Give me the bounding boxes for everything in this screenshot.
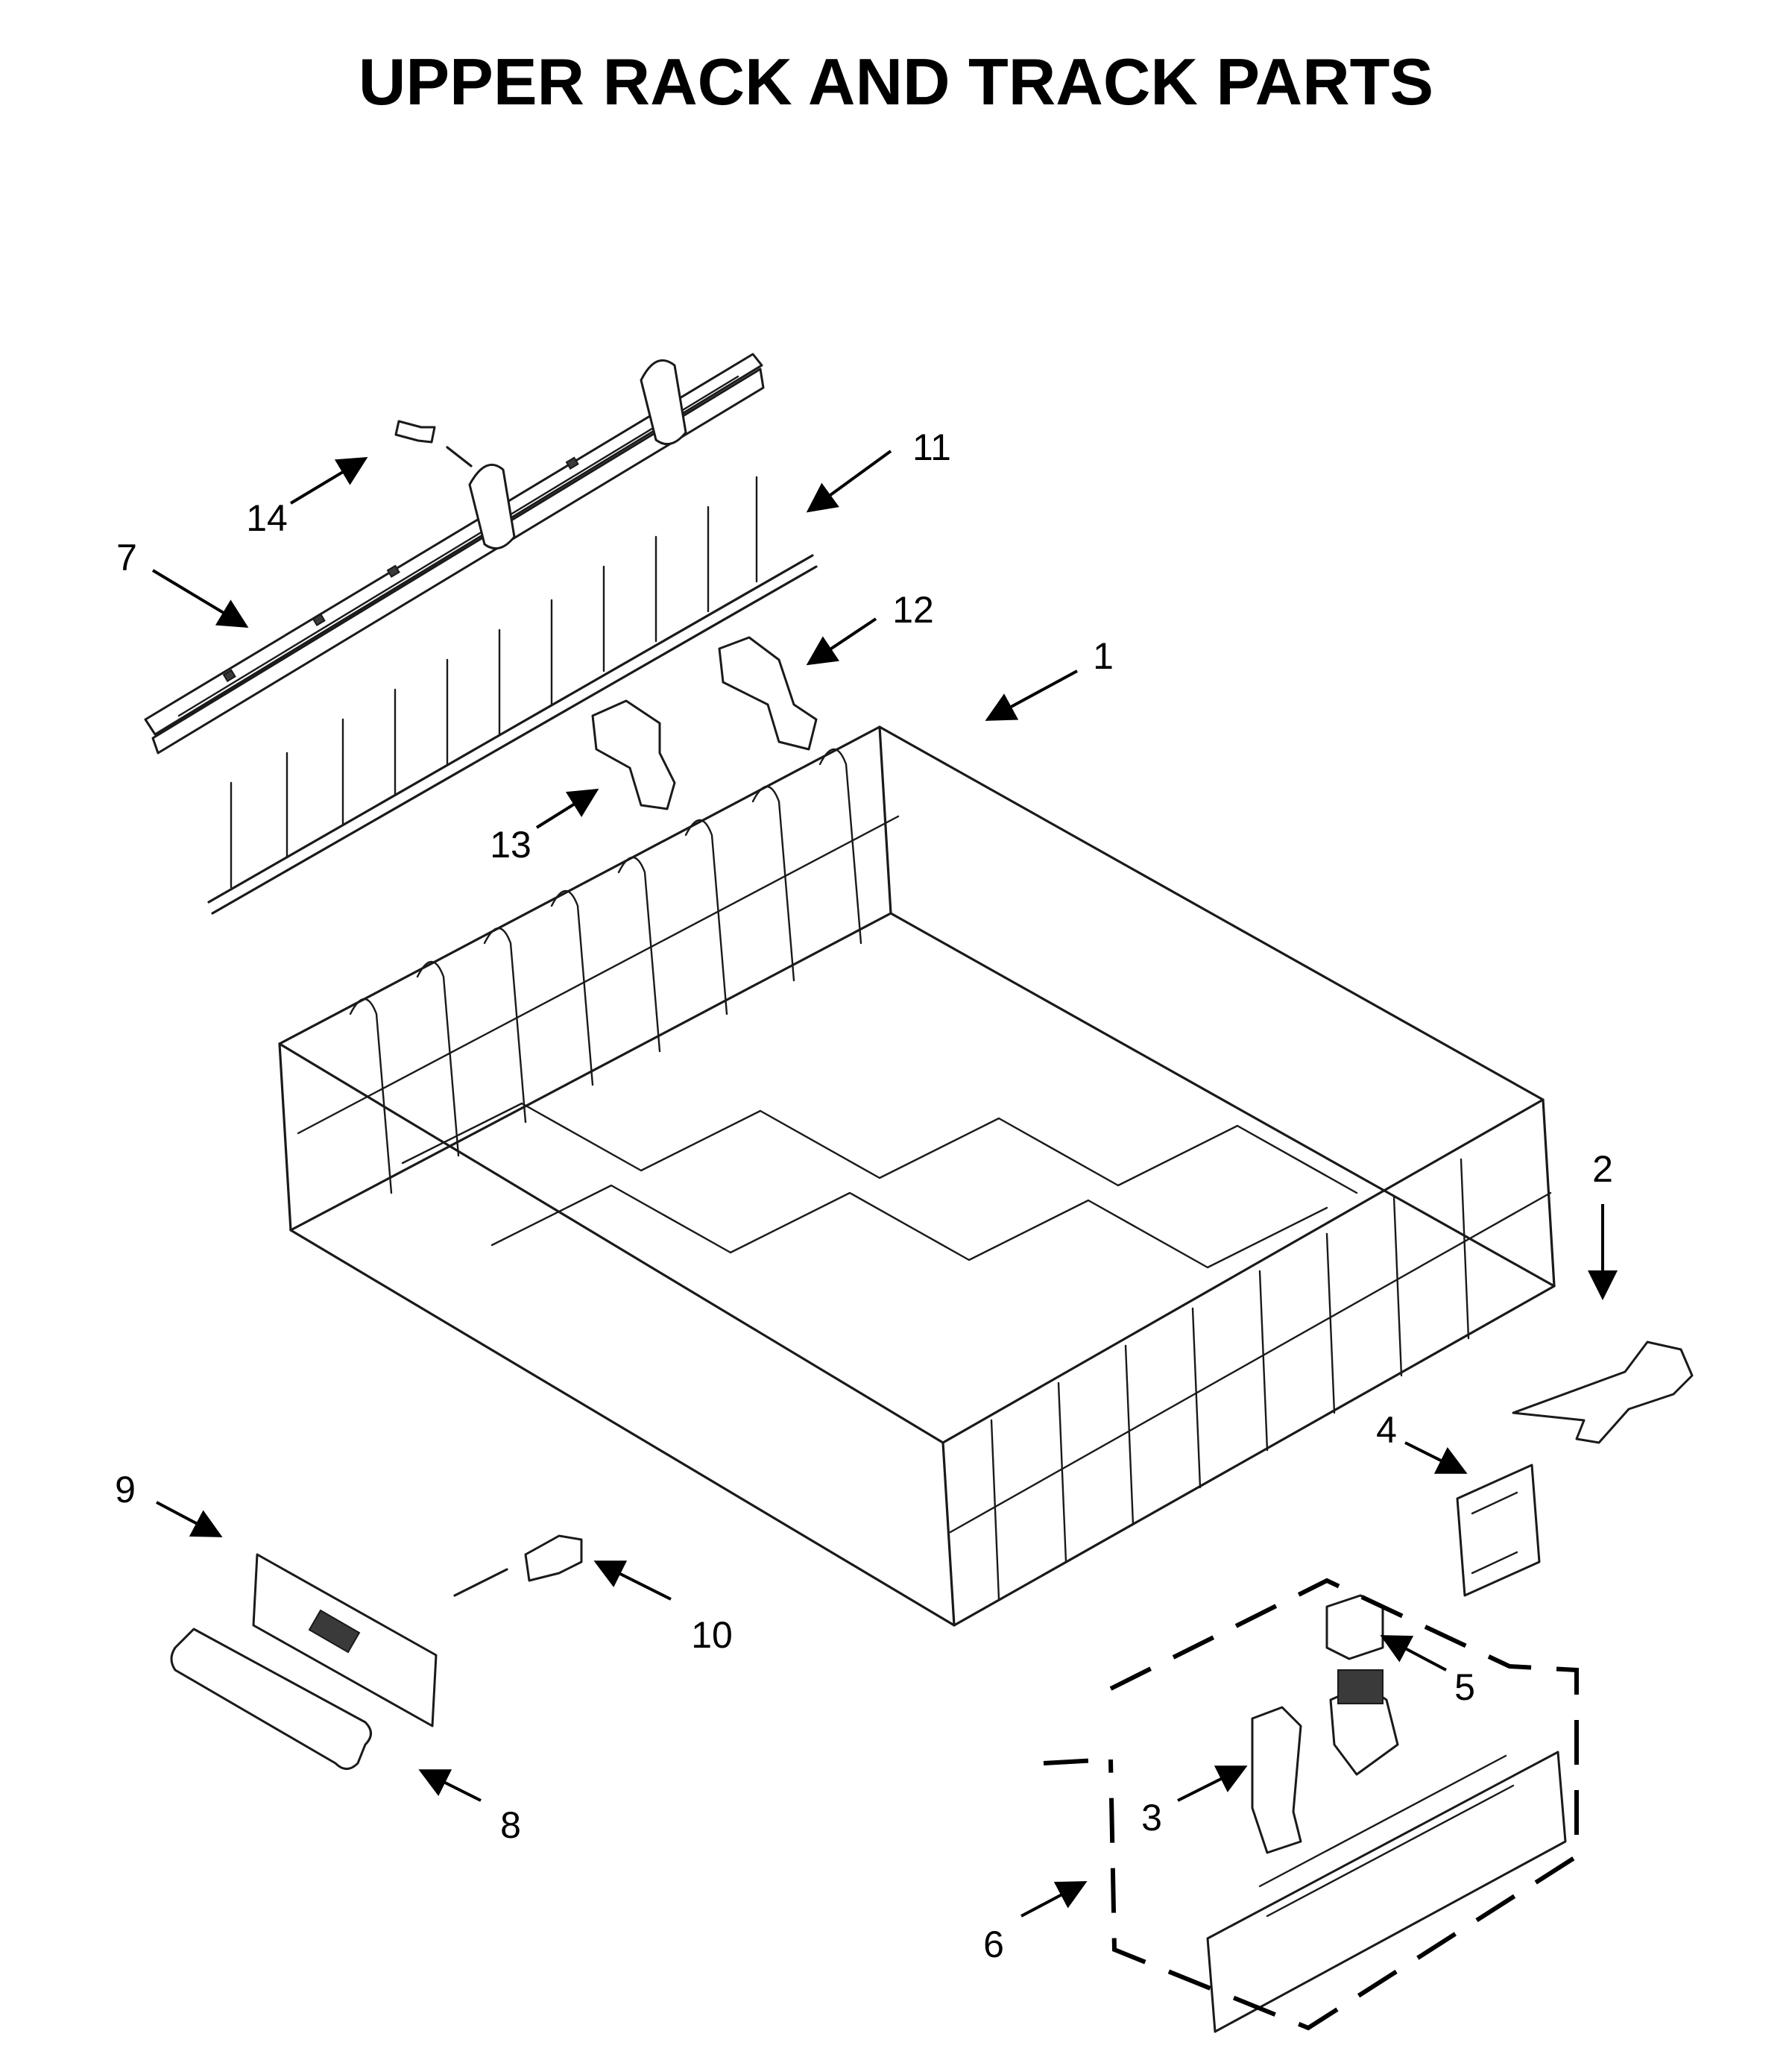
callout-labels: 1 2 3 4 5 6 7 8 9 10 11 12 13 14 [115,426,1613,1965]
clip-12 [718,636,818,751]
callout-14: 14 [246,497,288,539]
callout-11: 11 [912,426,951,468]
end-cap-clip [252,1553,438,1727]
callout-10: 10 [691,1614,733,1656]
adjuster-clip [1512,1341,1694,1444]
callout-9: 9 [115,1469,136,1510]
rack-screw [394,420,473,467]
clip-13 [591,699,676,810]
callout-13: 13 [490,824,531,866]
assembly-outline-edge [1043,1757,1111,1765]
callout-2: 2 [1592,1148,1613,1190]
callout-7: 7 [116,537,137,579]
tine-row [207,476,818,915]
adjuster-assembly [1206,1669,1567,2033]
end-cap [170,1628,372,1770]
slide-bracket [1456,1464,1541,1597]
callout-4: 4 [1376,1409,1397,1451]
callout-1: 1 [1093,635,1114,677]
leader-lines [151,450,1618,1918]
cap-screw [453,1534,583,1597]
callout-3: 3 [1141,1797,1162,1839]
callout-8: 8 [500,1804,521,1846]
callout-5: 5 [1454,1666,1475,1708]
assembly-outline [1108,1578,1579,2031]
track-rail [144,353,765,755]
diagram-title: UPPER RACK AND TRACK PARTS [359,45,1433,119]
callout-6: 6 [983,1924,1004,1965]
callout-12: 12 [892,589,934,631]
upper-rack-basket [278,725,1556,1627]
